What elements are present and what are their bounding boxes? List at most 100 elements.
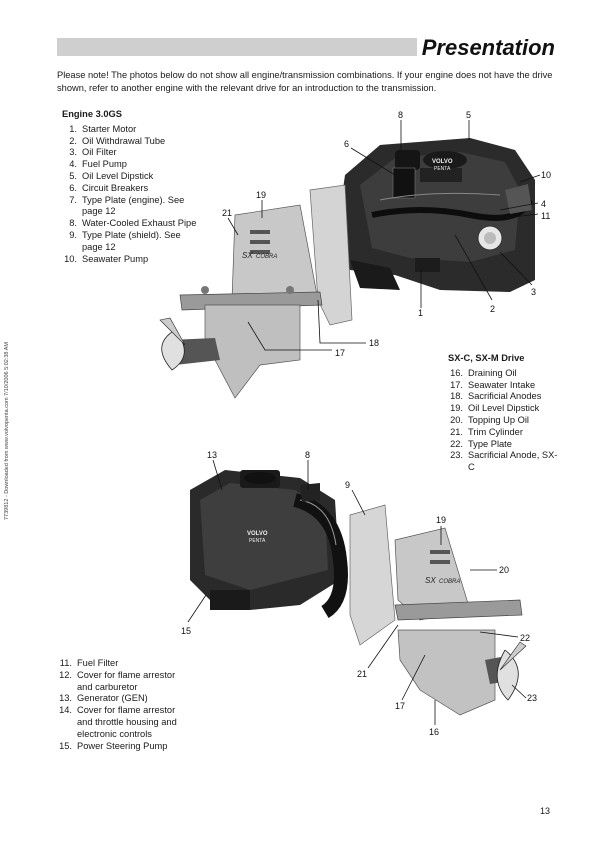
list-item: 10. Seawater Pump bbox=[62, 254, 202, 266]
callout-20-bottom: 20 bbox=[499, 565, 509, 575]
list-item-number: 23. bbox=[450, 450, 463, 461]
list-item-text: Type Plate bbox=[468, 438, 512, 449]
callout-9-bottom: 9 bbox=[345, 480, 350, 490]
list-item-number: 18. bbox=[450, 391, 463, 402]
list-item: 5. Oil Level Dipstick bbox=[62, 171, 202, 183]
list-item: 14. Cover for flame arrestor and throttle… bbox=[57, 705, 189, 740]
list-item-number: 20. bbox=[450, 414, 463, 425]
callout-3-top: 3 bbox=[531, 287, 536, 297]
penta-marking-top: PENTA bbox=[434, 166, 451, 172]
penta-marking-bottom: PENTA bbox=[249, 538, 266, 544]
list-item-number: 12. bbox=[59, 669, 72, 680]
list-item-text: Generator (GEN) bbox=[77, 693, 148, 704]
callout-17-bottom: 17 bbox=[395, 701, 405, 711]
intro-note: Please note! The photos below do not sho… bbox=[57, 70, 553, 93]
list-item-number: 8. bbox=[69, 218, 77, 229]
list-item-number: 6. bbox=[69, 182, 77, 193]
list-item-number: 4. bbox=[69, 159, 77, 170]
list-item-number: 10. bbox=[64, 253, 77, 264]
list-item-text: Fuel Filter bbox=[77, 658, 119, 668]
sx-marking-top: SX bbox=[242, 251, 253, 260]
list-item: 16.Draining Oil bbox=[448, 368, 558, 380]
list-item-text: Type Plate (shield). See page 12 bbox=[82, 229, 181, 252]
list-item-text: Water-Cooled Exhaust Pipe bbox=[82, 218, 197, 229]
engine-list-title: Engine 3.0GS bbox=[62, 109, 122, 119]
sx-marking-bottom: SX bbox=[425, 576, 436, 585]
top-callouts: 8 5 6 10 4 11 3 2 1 19 21 18 17 bbox=[222, 110, 551, 358]
volvo-marking-top: VOLVO bbox=[432, 159, 453, 165]
callout-6-top: 6 bbox=[344, 139, 349, 149]
list-item-text: Sacrificial Anode, SX-C bbox=[468, 450, 558, 473]
list-item: 15. Power Steering Pump bbox=[57, 741, 189, 753]
list-item: 6.Circuit Breakers bbox=[62, 183, 202, 195]
page-title: Presentation bbox=[421, 35, 555, 60]
list-item-number: 2. bbox=[69, 135, 77, 146]
callout-19-bottom: 19 bbox=[436, 515, 446, 525]
callout-17-top: 17 bbox=[335, 348, 345, 358]
bottom-leader-lines bbox=[187, 459, 527, 725]
list-item-text: Oil Level Dipstick bbox=[82, 170, 154, 181]
list-item-number: 15. bbox=[59, 740, 72, 751]
callout-8-bottom: 8 bbox=[305, 450, 310, 460]
bottom-callouts: 13 8 9 19 20 22 21 17 16 23 15 bbox=[181, 450, 537, 737]
list-item: 22. Type Plate bbox=[448, 439, 558, 451]
list-item-number: 7. bbox=[69, 194, 77, 205]
list-item-text: Oil Withdrawal Tube bbox=[82, 135, 166, 146]
list-item-text: Sacrificial Anodes bbox=[468, 391, 542, 402]
callout-21-top: 21 bbox=[222, 208, 232, 218]
list-item: 21.Trim Cylinder bbox=[448, 427, 558, 439]
callout-2-top: 2 bbox=[490, 304, 495, 314]
callout-22-bottom: 22 bbox=[520, 633, 530, 643]
list-item-text: Seawater Intake bbox=[468, 379, 536, 390]
callout-11-top: 11 bbox=[541, 211, 550, 221]
list-item-text: Power Steering Pump bbox=[77, 740, 168, 751]
list-item: 12.Cover for flame arrestor and carburet… bbox=[57, 670, 189, 694]
list-item: 17. Seawater Intake bbox=[448, 380, 558, 392]
list-item: 20. Topping Up Oil bbox=[448, 415, 558, 427]
list-item: 8. Water-Cooled Exhaust Pipe bbox=[62, 218, 202, 230]
list-item-number: 22. bbox=[450, 438, 463, 449]
list-item-number: 19. bbox=[450, 403, 463, 414]
list-item: 11.Fuel Filter bbox=[57, 658, 189, 670]
callout-16-bottom: 16 bbox=[429, 727, 439, 737]
list-item-number: 17. bbox=[450, 379, 463, 390]
drive-list-title: SX-C, SX-M Drive bbox=[448, 353, 525, 363]
list-item: 7. Type Plate (engine). See page 12 bbox=[62, 195, 202, 219]
list-item-number: 3. bbox=[69, 147, 77, 158]
top-engine-illustration: VOLVO PENTA bbox=[335, 138, 535, 292]
list-item-text: Topping Up Oil bbox=[468, 414, 529, 425]
list-item-number: 5. bbox=[69, 170, 77, 181]
list-item-text: Trim Cylinder bbox=[468, 426, 523, 437]
list-item: 2. Oil Withdrawal Tube bbox=[62, 136, 202, 148]
callout-23-bottom: 23 bbox=[527, 693, 537, 703]
bottom-engine-illustration: VOLVO PENTA bbox=[190, 470, 348, 618]
volvo-marking-bottom: VOLVO bbox=[247, 531, 268, 537]
list-item-text: Oil Level Dipstick bbox=[468, 403, 540, 414]
callout-15-bottom: 15 bbox=[181, 626, 191, 636]
list-item-text: Cover for flame arrestor and throttle ho… bbox=[77, 705, 177, 739]
callout-19-top: 19 bbox=[256, 190, 266, 200]
list-item: 19. Oil Level Dipstick bbox=[448, 403, 558, 415]
list-item: 13.Generator (GEN) bbox=[57, 693, 189, 705]
callout-13-bottom: 13 bbox=[207, 450, 217, 460]
bottom-drive-illustration: SX COBRA bbox=[349, 504, 527, 716]
callout-5-top: 5 bbox=[466, 110, 471, 120]
callout-8-top: 8 bbox=[398, 110, 403, 120]
top-leader-lines bbox=[227, 120, 541, 351]
list-item-text: Starter Motor bbox=[82, 123, 137, 134]
cobra-marking-bottom: COBRA bbox=[439, 579, 460, 585]
list-item-text: Fuel Pump bbox=[82, 159, 127, 170]
list-item-text: Draining Oil bbox=[468, 367, 517, 378]
list-item-text: Seawater Pump bbox=[82, 253, 149, 264]
list-item-number: 9. bbox=[69, 229, 77, 240]
list-item-number: 14. bbox=[59, 705, 72, 716]
list-item: 3. Oil Filter bbox=[62, 147, 202, 159]
list-item-text: Oil Filter bbox=[82, 147, 117, 158]
list-item: 18. Sacrificial Anodes bbox=[448, 391, 558, 403]
list-item-text: Type Plate (engine). See page 12 bbox=[82, 194, 185, 217]
page-number: 13 bbox=[539, 806, 550, 816]
